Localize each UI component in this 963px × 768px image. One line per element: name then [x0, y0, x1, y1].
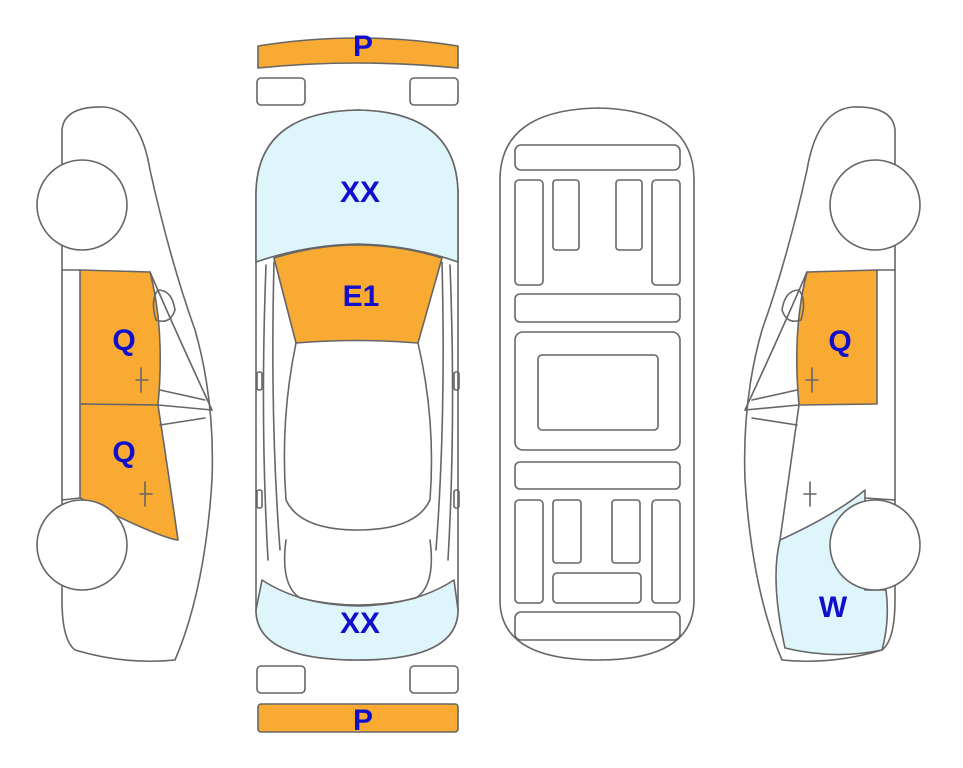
center-plate [537, 354, 659, 431]
crossmember-1 [514, 293, 681, 323]
right-beltline [744, 389, 800, 426]
label-left-front-door: Q [112, 324, 135, 357]
frame-rail-fl [514, 179, 544, 286]
label-rear-bumper: P [353, 704, 373, 737]
trunk-line [283, 539, 433, 606]
frame-rail-rl [514, 499, 544, 604]
right-side-line [447, 264, 454, 561]
frame-block-rr [611, 499, 641, 564]
right-lower-line [864, 269, 896, 501]
label-windshield: XX [340, 176, 380, 209]
left-side-line-2 [272, 261, 281, 551]
frame-rail-rr [651, 499, 681, 604]
rear-bumper[interactable] [257, 703, 459, 733]
frame-rail-fr [651, 179, 681, 286]
crossmember-2 [514, 461, 681, 490]
right-mirror-side [781, 289, 805, 323]
left-handle-rear [139, 481, 153, 507]
right-side-line-2 [435, 261, 444, 551]
left-side-body [61, 106, 214, 663]
center-tunnel [514, 331, 681, 451]
left-beltline [157, 389, 213, 426]
rear-plate [552, 572, 642, 604]
frame-block-fr [615, 179, 643, 251]
left-rear-handle [256, 489, 263, 509]
underside-body [499, 107, 695, 661]
left-handle-front [135, 367, 149, 393]
frame-bar-rear [514, 611, 681, 641]
label-rear-window: XX [340, 607, 380, 640]
right-rear-handle [453, 489, 460, 509]
label-front-bumper: P [353, 30, 373, 63]
left-lower-line [61, 269, 81, 501]
right-front-wheel [829, 159, 921, 251]
damage-labels: P XX E1 XX P Q Q Q W [112, 30, 851, 737]
label-left-rear-door: Q [112, 436, 135, 469]
left-mirror-side [152, 289, 176, 323]
label-right-rear-quarter: W [819, 591, 848, 624]
frame-block-fl [552, 179, 580, 251]
right-handle-rear [803, 481, 817, 507]
left-side-view [36, 106, 214, 663]
right-taillight [409, 665, 459, 694]
underside-view [499, 107, 695, 661]
right-headlight [409, 77, 459, 106]
right-mirror [453, 371, 460, 391]
right-side-body [743, 106, 896, 663]
left-headlight [256, 77, 306, 106]
cabin-outline [283, 342, 433, 531]
frame-block-rl [552, 499, 582, 564]
right-handle-front [805, 367, 819, 393]
left-window-line [149, 271, 213, 411]
frame-bar-front [514, 144, 681, 171]
front-bumper[interactable] [257, 37, 459, 69]
roof[interactable] [273, 244, 443, 344]
left-mirror [256, 371, 263, 391]
top-view [255, 37, 460, 733]
left-side-line [262, 264, 269, 561]
label-roof: E1 [343, 280, 380, 313]
right-rear-wheel [829, 499, 921, 591]
right-side-view [743, 106, 921, 663]
label-right-front-door: Q [828, 325, 851, 358]
left-front-wheel [36, 159, 128, 251]
left-rear-wheel [36, 499, 128, 591]
left-taillight [256, 665, 306, 694]
right-rear-door-line [779, 404, 800, 541]
right-window-line [744, 271, 808, 411]
